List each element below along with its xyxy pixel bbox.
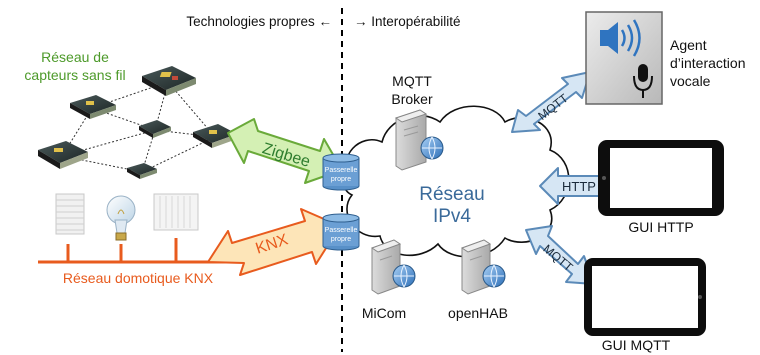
gateway-zigbee-label-line1: Passerelle	[325, 167, 358, 174]
cloud-label-line1: Réseau	[419, 184, 485, 205]
radiator-icon	[153, 193, 199, 231]
cloud-label-line2: IPv4	[433, 206, 471, 227]
mqtt-gui-arrow: MQTT	[525, 225, 595, 285]
microphone-icon	[633, 64, 653, 98]
voice-agent-label-line2: d’interaction	[670, 55, 746, 71]
header-left-label: Technologies propres ←	[186, 14, 332, 29]
gateway-knx-icon: Passerelle propre	[322, 213, 360, 251]
broker-label-line1: MQTT	[392, 73, 432, 89]
gui-mqtt-label: GUI MQTT	[602, 337, 671, 353]
speaker-icon	[600, 19, 641, 57]
server-icon	[394, 109, 444, 171]
gateway-zigbee-icon: Passerelle propre	[322, 153, 360, 191]
server-icon	[460, 239, 506, 295]
voice-agent-label-line3: vocale	[670, 73, 711, 89]
voice-agent-box	[585, 11, 663, 105]
broker-label-line2: Broker	[391, 91, 433, 107]
gateway-zigbee-label-line2: propre	[331, 176, 351, 183]
mqtt-voice-arrow: MQTT	[511, 71, 591, 133]
voice-agent-label-line1: Agent	[670, 37, 707, 53]
sensor-node	[139, 120, 171, 138]
sensor-node	[142, 66, 196, 96]
http-label: HTTP	[562, 179, 596, 194]
knx-network-label: Réseau domotique KNX	[63, 270, 214, 286]
micom-label: MiCom	[362, 305, 406, 321]
sensor-network-title-line1: Réseau de	[41, 49, 109, 65]
gui-http-tablet-icon	[598, 140, 724, 216]
sensor-node	[38, 141, 88, 169]
gui-http-label: GUI HTTP	[628, 219, 693, 235]
light-bulb-icon	[106, 195, 136, 241]
header-right-label: → Interopérabilité	[354, 14, 461, 29]
sensor-node	[127, 163, 157, 179]
sensor-network-title-line2: capteurs sans fil	[24, 67, 125, 83]
knx-arrow: KNX	[207, 208, 341, 276]
gateway-knx-label-line2: propre	[331, 236, 351, 243]
sensor-node	[70, 95, 116, 119]
knx-bus	[38, 238, 230, 264]
gui-mqtt-tablet-icon	[584, 258, 706, 336]
roller-shutter-icon	[55, 193, 85, 235]
openhab-label: openHAB	[448, 305, 508, 321]
server-icon	[370, 239, 416, 295]
gateway-knx-label-line1: Passerelle	[325, 227, 358, 234]
